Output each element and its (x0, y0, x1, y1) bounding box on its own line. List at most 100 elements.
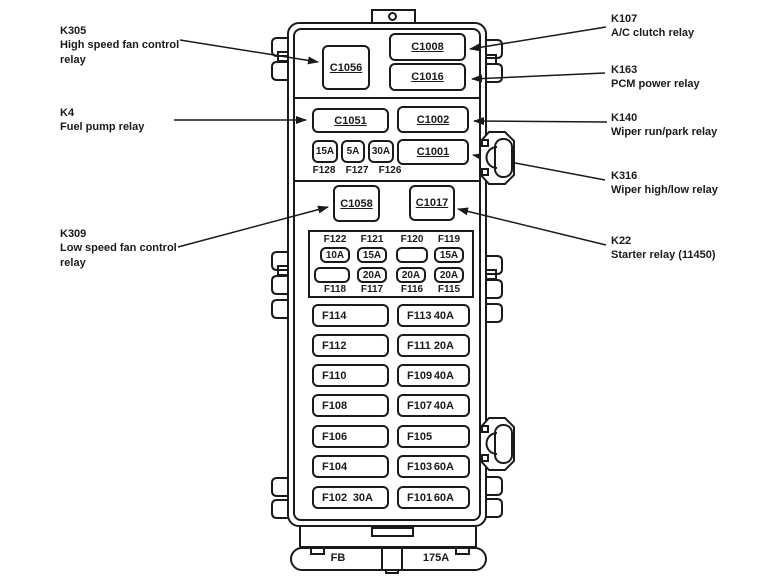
connector-label: C1008 (411, 41, 444, 53)
fuse-f128: 15A (312, 140, 338, 163)
callout-k107: K107 A/C clutch relay (611, 12, 761, 41)
callout-id: K316 (611, 170, 638, 182)
fuse-f127: 5A (341, 140, 365, 163)
fuse-amp-label: 30A (352, 491, 373, 504)
fuse-id-label: F114 (322, 309, 347, 322)
connector-arc-icon (485, 432, 498, 455)
clip-icon (485, 279, 503, 299)
megafuse-amp: 175A (422, 552, 450, 564)
fuse-amp-label: 40A (433, 369, 454, 382)
fuse-id-label: F103 (407, 460, 433, 473)
leader-line-k140 (473, 117, 608, 126)
fuse-f109: F109 40A (397, 364, 470, 387)
fuse-id-label: F118 (323, 284, 347, 295)
callout-id: K22 (611, 235, 632, 247)
connector-arc-icon (485, 146, 498, 169)
connector-label: C1051 (334, 114, 367, 127)
fuse-f102: F102 30A (312, 486, 389, 509)
connector-label: C1058 (340, 197, 373, 210)
mini-fuse-cell: 15A (434, 247, 464, 263)
fuse-id-label: F107 (407, 399, 433, 412)
fuse-amp-label: 5A (346, 146, 360, 157)
fuse-id-label: F112 (322, 339, 347, 352)
connector-c1056: C1056 (322, 45, 370, 90)
callout-name: High speed fan control relay (60, 39, 180, 66)
fuse-f106: F106 (312, 425, 389, 448)
callout-id: K163 (611, 64, 638, 76)
fuse-f126: 30A (368, 140, 394, 163)
callout-id: K107 (611, 13, 638, 25)
callout-name: Low speed fan control relay (60, 242, 177, 269)
fuse-f104: F104 (312, 455, 389, 478)
mounting-clips-right (485, 39, 503, 518)
callout-name: Fuel pump relay (60, 121, 145, 134)
fuse-id-label: F120 (400, 234, 424, 245)
fuse-id-label: F113 (407, 309, 432, 322)
fuse-id-label: F108 (322, 399, 348, 412)
fuse-id-label: F128 (312, 165, 336, 176)
connector-c1058: C1058 (333, 185, 380, 222)
callout-id: K4 (60, 107, 75, 119)
connector-c1002: C1002 (397, 106, 469, 133)
clip-icon (485, 39, 503, 59)
fuse-amp-label: 15A (315, 146, 335, 157)
fuse-f111: F111 20A (397, 334, 470, 357)
connector-c1001: C1001 (397, 139, 469, 165)
callout-k140: K140 Wiper run/park relay (611, 111, 761, 140)
connector-c1017: C1017 (409, 185, 455, 221)
connector-label: C1002 (416, 113, 450, 126)
leader-line-k316 (472, 152, 606, 181)
fuse-id-label: F110 (322, 369, 347, 382)
connector-socket-icon (494, 424, 513, 464)
mini-fuse-cell (396, 247, 428, 263)
connector-socket-icon (494, 138, 513, 178)
callout-k316: K316 Wiper high/low relay (611, 169, 761, 198)
clip-tab-icon (485, 269, 497, 280)
fuse-id-label: F121 (360, 234, 384, 245)
mini-fuse-grid: F122 F121 F120 F119 10A 15A 15A 20A 20A … (308, 230, 474, 298)
fuse-id-label: F127 (345, 165, 369, 176)
callout-k22: K22 Starter relay (11450) (611, 234, 761, 263)
mounting-hole-icon (388, 12, 397, 21)
connector-c1051: C1051 (312, 108, 389, 133)
fuse-id-label: F105 (407, 430, 433, 443)
callout-k309: K309 Low speed fan control relay (60, 227, 196, 270)
fuse-f105: F105 (397, 425, 470, 448)
callout-name: Starter relay (11450) (611, 249, 716, 262)
callout-name: Wiper high/low relay (611, 184, 718, 197)
fuse-id-label: F115 (437, 284, 461, 295)
callout-id: K140 (611, 112, 638, 124)
clip-tab-icon (485, 54, 497, 65)
fuse-amp-label: 60A (433, 491, 454, 504)
fuse-id-label: F122 (323, 234, 347, 245)
fuse-f110: F110 (312, 364, 389, 387)
clip-icon (485, 255, 503, 275)
connector-c1008: C1008 (389, 33, 466, 61)
mini-fuse-cell: 10A (320, 247, 350, 263)
base-tab (371, 527, 414, 537)
callout-name: Wiper run/park relay (611, 126, 718, 139)
fuse-id-label: F116 (400, 284, 424, 295)
fuse-amp-label: 60A (433, 460, 454, 473)
mini-fuse-cell (314, 267, 350, 283)
callout-name: PCM power relay (611, 78, 700, 91)
fuse-id-label: F119 (437, 234, 461, 245)
leader-line-k107 (469, 26, 607, 52)
connector-c1016: C1016 (389, 63, 466, 91)
fuse-f107: F107 40A (397, 394, 470, 417)
callout-k4: K4 Fuel pump relay (60, 106, 196, 135)
clip-icon (485, 498, 503, 518)
connector-label: C1017 (415, 197, 449, 209)
fuse-f113: F113 40A (397, 304, 470, 327)
fuse-id-label: F111 (407, 339, 431, 352)
fuse-amp-label: 30A (371, 146, 391, 157)
clip-icon (485, 303, 503, 323)
fuse-f112: F112 (312, 334, 389, 357)
section-divider (295, 97, 479, 99)
megafuse-label: FB (330, 552, 346, 564)
callout-name: A/C clutch relay (611, 27, 695, 40)
leader-line-k163 (471, 72, 606, 83)
connector-label: C1016 (411, 71, 444, 83)
fuse-amp-label: 20A (433, 339, 454, 352)
